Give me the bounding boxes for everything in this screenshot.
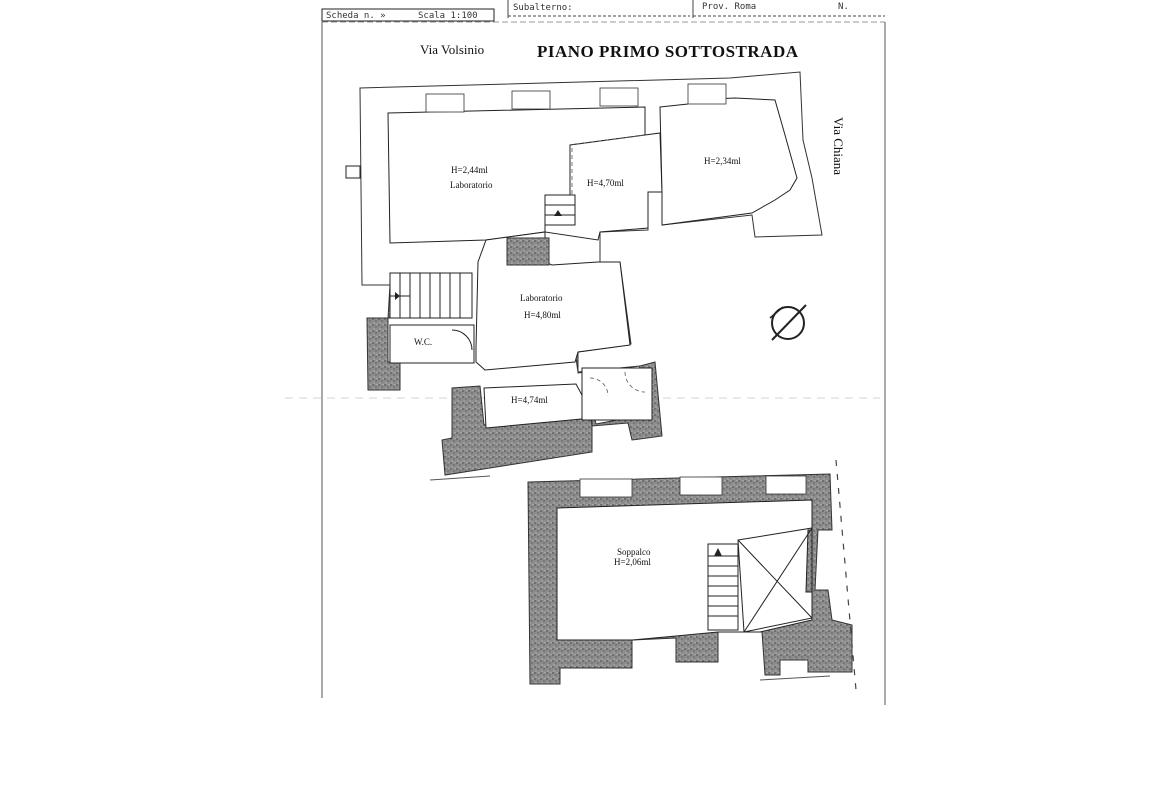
upper-floor-plan: H=2,44ml Laboratorio H=4,70ml H=2,34ml L… bbox=[345, 71, 823, 476]
window-2 bbox=[511, 90, 551, 110]
label-bottom-height: H=4,74ml bbox=[511, 395, 548, 405]
door-swing-2 bbox=[624, 371, 646, 393]
partition-dashed bbox=[569, 134, 646, 146]
window-4 bbox=[687, 83, 727, 105]
sheet-header: Scheda n. » Scala 1:100 Subalterno: Prov… bbox=[321, 0, 885, 22]
street-north: Via Volsinio bbox=[420, 42, 484, 57]
stair-mid bbox=[544, 194, 576, 226]
pillar bbox=[506, 237, 550, 266]
soppalco-plan: Soppalco H=2,06ml bbox=[527, 459, 857, 691]
label-lab-upper-height: H=2,44ml bbox=[451, 165, 488, 175]
property-boundary bbox=[835, 459, 857, 691]
soppalco-street-line bbox=[759, 675, 831, 681]
plan-title: PIANO PRIMO SOTTOSTRADA bbox=[537, 42, 799, 61]
soppalco-window-3 bbox=[765, 475, 807, 495]
header-numero: N. bbox=[838, 2, 849, 12]
window-3 bbox=[599, 87, 639, 107]
soppalco-window-2 bbox=[679, 476, 723, 496]
soppalco-room bbox=[556, 499, 813, 641]
label-mid-height: H=4,70ml bbox=[587, 178, 624, 188]
header-prov: Prov. Roma bbox=[702, 2, 756, 12]
wall-stub bbox=[345, 165, 361, 179]
window-1 bbox=[425, 93, 465, 113]
label-lab-center-name: Laboratorio bbox=[520, 293, 563, 303]
compass-icon bbox=[769, 304, 807, 341]
header-scheda: Scheda n. » bbox=[326, 11, 386, 21]
door-swing-1 bbox=[589, 377, 609, 397]
label-soppalco-height: H=2,06ml bbox=[614, 557, 651, 567]
label-soppalco-name: Soppalco bbox=[617, 547, 651, 557]
soppalco-window-1 bbox=[579, 478, 633, 498]
corridor-box bbox=[581, 367, 653, 421]
street-line bbox=[429, 475, 491, 481]
soppalco-stair bbox=[707, 543, 739, 631]
street-east: Via Chiana bbox=[831, 117, 846, 175]
label-wc: W.C. bbox=[414, 337, 432, 347]
header-subalterno: Subalterno: bbox=[513, 3, 573, 13]
wc-door-swing bbox=[451, 329, 473, 351]
label-lab-upper-name: Laboratorio bbox=[450, 180, 493, 190]
header-box-left bbox=[321, 8, 495, 22]
label-right-height: H=2,34ml bbox=[704, 156, 741, 166]
soppalco-void bbox=[737, 527, 813, 633]
label-lab-center-height: H=4,80ml bbox=[524, 310, 561, 320]
header-scala: Scala 1:100 bbox=[418, 11, 478, 21]
stair-left bbox=[389, 272, 473, 319]
